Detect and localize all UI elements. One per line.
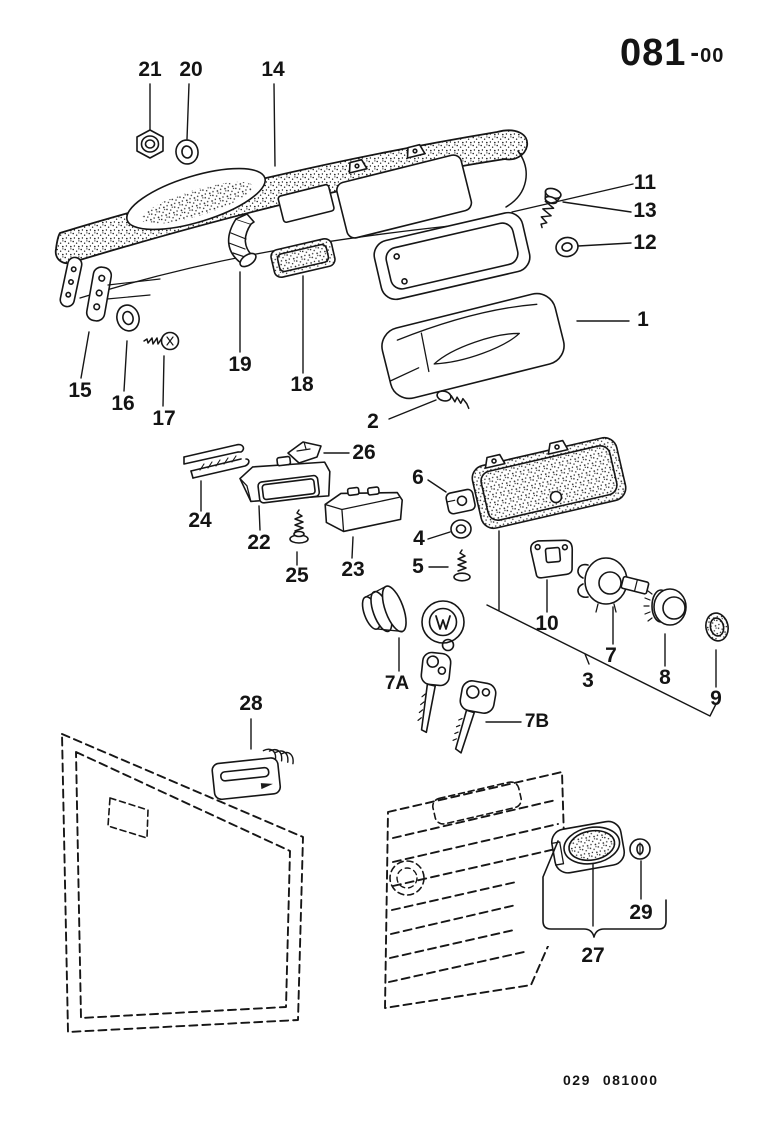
callout-7: 7 bbox=[605, 644, 617, 667]
ashtray-insert-23 bbox=[324, 486, 404, 533]
callout-9: 9 bbox=[710, 687, 722, 710]
callout-22: 22 bbox=[247, 531, 271, 554]
air-duct-19 bbox=[227, 213, 257, 268]
grommet-29 bbox=[629, 838, 651, 860]
callout-10: 10 bbox=[535, 612, 559, 635]
dash-small-opening bbox=[277, 183, 335, 224]
lock-knob-8 bbox=[643, 588, 687, 626]
leader-lines bbox=[80, 83, 717, 927]
lock-plate-10 bbox=[529, 539, 574, 579]
callout-21: 21 bbox=[138, 58, 162, 81]
lock-cap-9 bbox=[705, 612, 729, 642]
callout-17: 17 bbox=[152, 407, 176, 430]
callout-4: 4 bbox=[413, 527, 425, 550]
screw-25 bbox=[289, 509, 309, 544]
plate-code: 029 081000 bbox=[563, 1072, 659, 1088]
key-on-ring bbox=[417, 651, 452, 734]
callout-3: 3 bbox=[582, 669, 594, 692]
plate-code-left: 029 bbox=[563, 1072, 591, 1088]
washer-12 bbox=[555, 236, 579, 258]
spare-key-7b bbox=[452, 680, 497, 754]
callout-19: 19 bbox=[228, 353, 252, 376]
lock-housing-7 bbox=[577, 557, 650, 613]
callout-13: 13 bbox=[633, 199, 657, 222]
callout-16: 16 bbox=[111, 392, 135, 415]
callout-27-backdrop bbox=[516, 872, 672, 946]
page-code: 081 - 00 bbox=[620, 34, 724, 72]
callout-12: 12 bbox=[633, 231, 657, 254]
callout-8: 8 bbox=[659, 666, 671, 689]
support-rail-24 bbox=[183, 443, 250, 479]
callout-6: 6 bbox=[412, 466, 424, 489]
callout-29: 29 bbox=[629, 901, 653, 924]
callout-5: 5 bbox=[412, 555, 424, 578]
screw-5 bbox=[453, 549, 471, 582]
clip-6 bbox=[445, 488, 476, 515]
callout-1: 1 bbox=[637, 308, 649, 331]
washer-20 bbox=[175, 139, 199, 165]
callout-23: 23 bbox=[341, 558, 365, 581]
door-handle-27 bbox=[550, 820, 626, 874]
hex-nut-21 bbox=[136, 129, 164, 159]
collector-line-3 bbox=[486, 530, 717, 717]
screw-13 bbox=[540, 187, 562, 229]
callout-7b: 7B bbox=[524, 711, 550, 732]
washer-4 bbox=[450, 519, 472, 539]
page-code-main: 081 bbox=[620, 32, 687, 74]
dash-cluster-opening bbox=[336, 154, 473, 239]
callout-24: 24 bbox=[188, 509, 212, 532]
dash-end-strap bbox=[59, 256, 83, 308]
bracket-15 bbox=[85, 266, 161, 322]
plate-code-right: 081000 bbox=[602, 1072, 659, 1088]
rear-ashtray-28 bbox=[211, 748, 294, 801]
lock-cylinder-7a bbox=[361, 585, 465, 734]
callout-15: 15 bbox=[68, 379, 92, 402]
page-code-dash: - bbox=[690, 37, 700, 67]
screw-17 bbox=[143, 331, 180, 351]
callout-7a: 7A bbox=[384, 673, 410, 694]
glovebox-lid-1 bbox=[381, 292, 565, 400]
callout-28: 28 bbox=[239, 692, 263, 715]
callout-14: 14 bbox=[261, 58, 285, 81]
callout-20: 20 bbox=[179, 58, 203, 81]
dash-pad-14 bbox=[54, 129, 528, 308]
clip-26 bbox=[287, 441, 322, 464]
glovebox-door-3 bbox=[471, 436, 627, 530]
washer-16 bbox=[116, 304, 140, 332]
speaker-grille-18 bbox=[270, 237, 336, 279]
panel-hole-outline bbox=[389, 860, 425, 896]
callout-27: 27 bbox=[581, 944, 605, 967]
glovebox-frame-11 bbox=[373, 211, 531, 301]
callout-18: 18 bbox=[290, 373, 314, 396]
panel-opening-outline bbox=[431, 781, 523, 825]
callout-26: 26 bbox=[352, 441, 376, 464]
group-bracket-27 bbox=[542, 840, 667, 938]
screw-2 bbox=[436, 390, 470, 410]
callout-25: 25 bbox=[285, 564, 309, 587]
callout-2: 2 bbox=[367, 410, 379, 433]
page-code-suffix: 00 bbox=[700, 45, 725, 67]
left-door-panel bbox=[61, 733, 304, 1033]
ashtray-housing-22 bbox=[239, 455, 331, 504]
callout-11: 11 bbox=[633, 171, 657, 194]
